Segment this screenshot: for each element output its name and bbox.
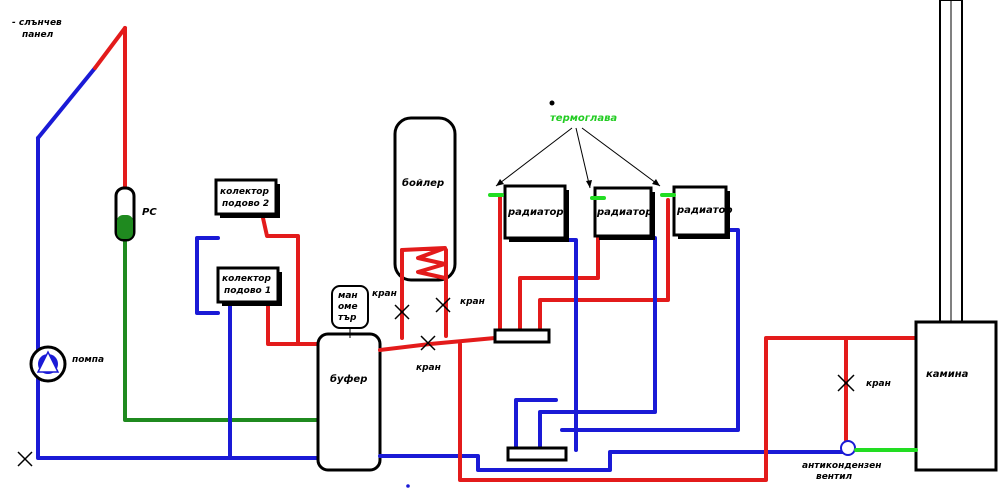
fireplace: камина	[914, 0, 998, 472]
valve-label-3: кран	[416, 363, 441, 373]
thermostat-label: термоглава	[550, 113, 617, 124]
radiator-pipes	[378, 193, 918, 482]
manometer-line2: оме	[338, 302, 358, 312]
thermostat-arrows	[495, 127, 661, 189]
radiator-2: радиатор	[593, 186, 655, 240]
radiator-2-label: радиатор	[596, 207, 653, 218]
dot-marker	[549, 100, 555, 106]
collector-1-label: колектор подово 1	[222, 274, 274, 296]
solar-panel-label: - слънчев панел	[12, 18, 65, 40]
collector-1: колектор подово 1	[216, 266, 282, 306]
radiator-3-label: радиатор	[676, 205, 733, 216]
collector-1-line1: колектор	[222, 274, 271, 284]
valve-boiler-left-icon	[394, 304, 410, 320]
pump-icon	[29, 345, 67, 383]
radiator-3: радиатор	[672, 185, 733, 239]
stray-dot	[406, 484, 410, 488]
manometer-line1: ман	[338, 291, 358, 301]
pc-vessel	[114, 186, 136, 242]
collector-2-label: колектор подово 2	[220, 187, 272, 209]
pc-label: РС	[142, 207, 157, 218]
collector-2-line1: колектор	[220, 187, 269, 197]
anti-condensation-line1: антикондензен	[802, 461, 881, 471]
collector-2-line2: подово 2	[222, 199, 269, 209]
buffer-tank: буфер	[316, 332, 382, 472]
collector-pipes	[195, 216, 320, 460]
manometer-line3: тър	[338, 313, 357, 323]
upper-manifold	[493, 328, 551, 344]
solar-loop-pipes	[36, 26, 322, 460]
anti-condensation-label: антикондензен вентил	[802, 461, 885, 482]
lower-manifold	[506, 446, 568, 462]
buffer-label: буфер	[330, 373, 367, 385]
valve-label-4: кран	[866, 379, 891, 389]
manometer: ман оме тър	[331, 285, 369, 338]
solar-panel-label-line1: - слънчев	[12, 18, 62, 28]
solar-panel-label-line2: панел	[22, 30, 54, 40]
valve-buffer-out-icon	[420, 335, 436, 351]
valve-left-icon	[17, 451, 33, 467]
solar-panel	[36, 26, 127, 140]
manometer-label: ман оме тър	[338, 291, 361, 323]
valve-fireplace-icon	[837, 374, 855, 392]
valve-label-1: кран	[372, 289, 397, 299]
anti-condensation-line2: вентил	[816, 472, 853, 482]
collector-2: колектор подово 2	[214, 178, 280, 218]
boiler-tank: бойлер	[393, 116, 457, 282]
anti-condensation-valve-icon	[840, 440, 918, 456]
fireplace-label: камина	[926, 369, 969, 380]
radiator-1-label: радиатор	[507, 207, 564, 218]
valve-boiler-right-icon	[435, 297, 451, 313]
collector-1-line2: подово 1	[224, 286, 271, 296]
boiler-label: бойлер	[402, 177, 444, 189]
thermostat-head-icons	[488, 193, 676, 200]
pump-label: помпа	[72, 355, 104, 365]
valve-label-2: кран	[460, 297, 485, 307]
radiator-1: радиатор	[503, 184, 569, 242]
